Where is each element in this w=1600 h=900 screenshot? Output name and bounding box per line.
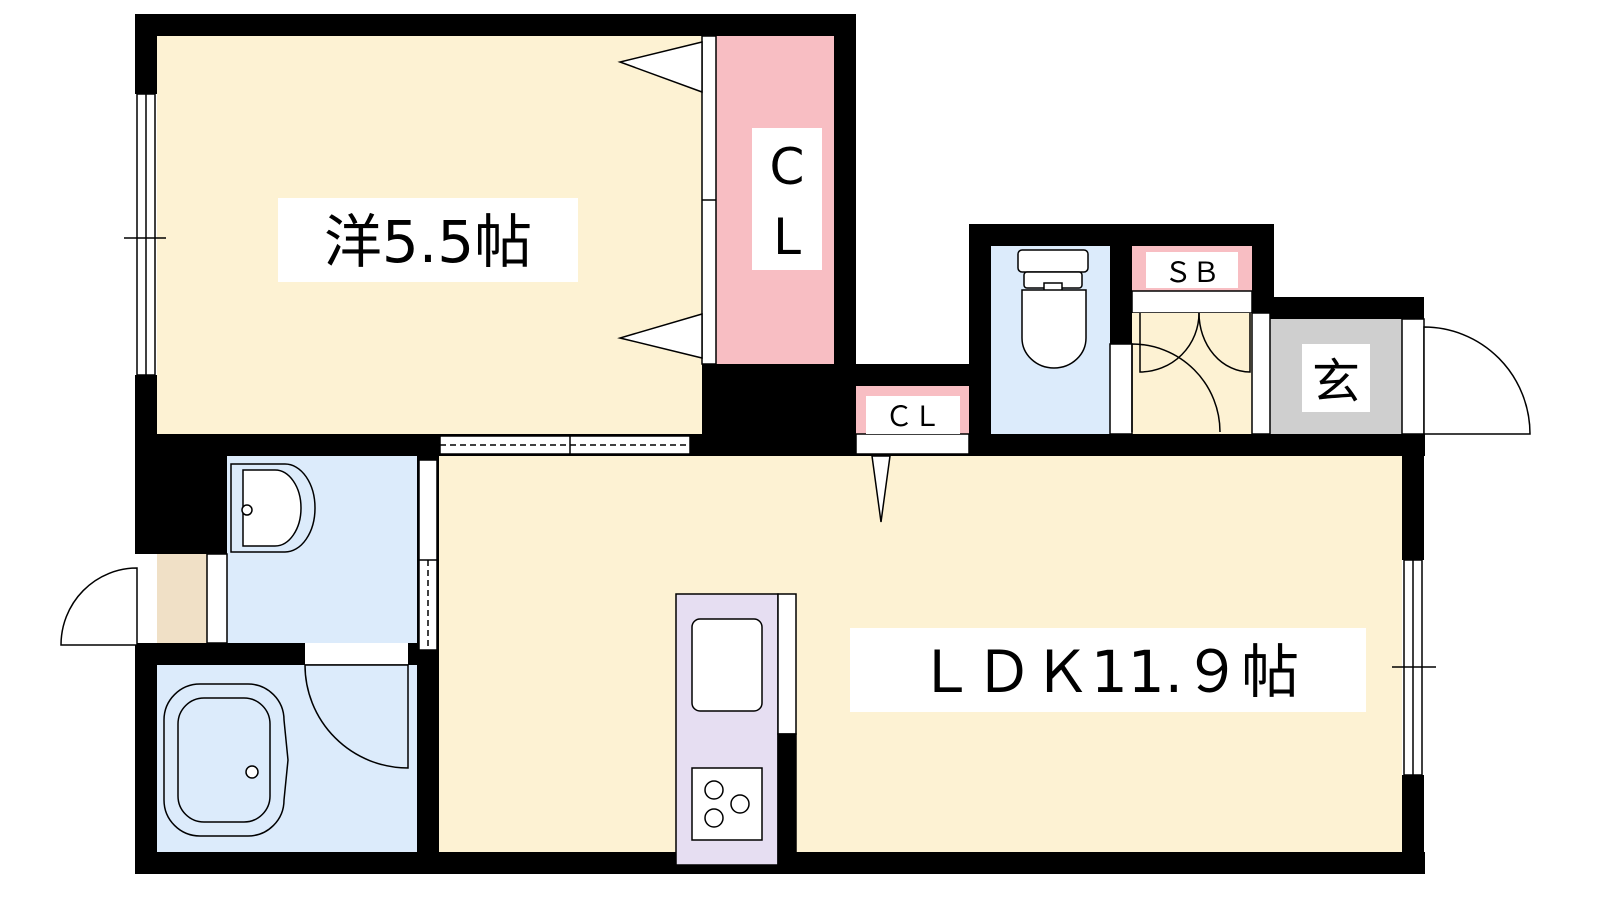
- closet-small-label-bg: [866, 396, 960, 434]
- storage-door: [206, 553, 228, 644]
- ldk-room-label: ＬＤＫ11.９帖: [917, 638, 1299, 706]
- shoe-box-label: ＳＢ: [1164, 256, 1220, 289]
- room-storage: [157, 554, 207, 643]
- wall-ldk-right-lower: [1402, 775, 1424, 873]
- door-swing-bath: [304, 664, 409, 769]
- bathtub: [163, 683, 289, 837]
- wall-western-left-upper: [135, 14, 157, 94]
- closet-marker-bottom: [617, 312, 703, 359]
- kitchen: [675, 593, 797, 866]
- shoe-box-door: [1131, 290, 1253, 314]
- openings: [124, 93, 1436, 776]
- bathtub-drain: [245, 765, 259, 779]
- entrance-label: 玄: [1312, 354, 1360, 410]
- kitchen-wall-end: [777, 733, 797, 866]
- closet-small-label: ＣＬ: [885, 400, 941, 433]
- closet-markers: [617, 41, 891, 523]
- closet-main-label-top: C: [770, 138, 805, 196]
- closet-main-label-bottom: L: [773, 208, 801, 266]
- door-swing-entrance: [1423, 326, 1531, 435]
- door-swing-storage: [60, 567, 138, 646]
- wall-small-cl-top: [856, 364, 991, 386]
- kitchen-stove: [691, 767, 763, 841]
- ldk-label-bg: [850, 628, 1366, 712]
- wall-toilet-right: [1110, 224, 1132, 344]
- kitchen-backsplash: [777, 593, 797, 735]
- wall-toilet-left: [969, 224, 991, 454]
- shoe-box-label-bg: [1146, 252, 1238, 288]
- small-closet-marker: [871, 455, 891, 523]
- wall-entrance-top: [1252, 297, 1424, 319]
- burner-2: [730, 794, 750, 814]
- wall-western-top: [135, 14, 856, 36]
- wall-middle: [135, 434, 1425, 456]
- western-label-bg: [278, 198, 578, 282]
- bathtub-inner: [177, 697, 271, 823]
- door-swing-sb-right: [1198, 312, 1251, 373]
- western-room-label: 洋5.5帖: [324, 208, 532, 276]
- door-swings: [60, 312, 1531, 769]
- wall-sb-right: [1252, 224, 1274, 314]
- burner-3: [704, 808, 724, 828]
- toilet-fixture: [1017, 249, 1089, 369]
- burner-1: [704, 780, 724, 800]
- wash-basin: [230, 463, 316, 553]
- small-closet-door: [855, 433, 970, 455]
- wall-bath-left: [135, 645, 157, 873]
- entrance-label-bg: [1302, 344, 1370, 412]
- wall-wet-left: [135, 434, 227, 554]
- door-swing-toilet: [1131, 343, 1221, 433]
- toilet-bowl: [1021, 289, 1087, 369]
- closet-marker-top: [617, 41, 703, 94]
- toilet-door-frame: [1109, 343, 1133, 435]
- entrance-step: [1251, 312, 1271, 435]
- closet-main-label-bg: [752, 128, 822, 270]
- kitchen-sink: [691, 618, 763, 712]
- basin-inner: [242, 469, 302, 547]
- basin-drain: [241, 504, 253, 516]
- entrance-door-frame: [1401, 318, 1425, 435]
- sliding-door-wash: [418, 459, 438, 651]
- wall-wash-bath: [135, 643, 305, 665]
- wall-western-right: [834, 14, 856, 454]
- toilet-tank: [1017, 249, 1089, 273]
- room-hall: [1132, 313, 1266, 434]
- door-swing-sb-left: [1139, 312, 1200, 373]
